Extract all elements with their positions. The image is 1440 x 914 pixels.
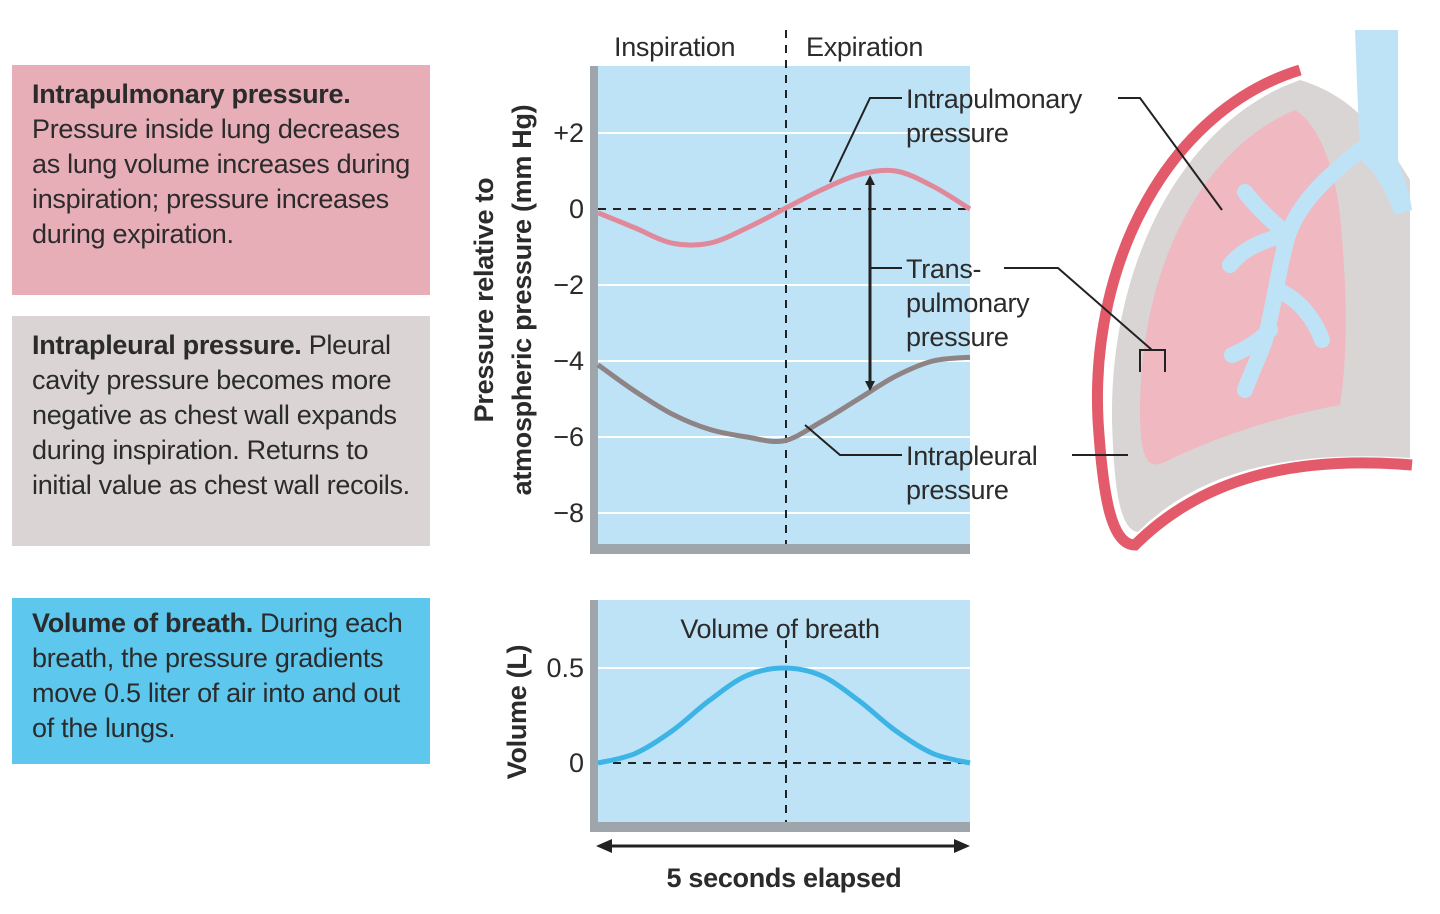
transpulmonary-label-line1: Trans- xyxy=(906,254,981,284)
intrapleural-leader-line xyxy=(804,424,902,456)
pressure-y-axis-label-line1: Pressure relative to xyxy=(469,178,499,423)
volume-description-box: Volume of breath. During each breath, th… xyxy=(12,598,430,764)
bracket-marker xyxy=(1139,349,1166,372)
intrapulmonary-pressure-line xyxy=(597,167,972,248)
pressure-y-tick-label: −8 xyxy=(553,498,584,528)
pressure-y-axis-label: Pressure relative to atmospheric pressur… xyxy=(469,105,537,496)
volume-panel-bg xyxy=(598,600,970,822)
pressure-gridlines xyxy=(598,132,970,514)
volume-chart: 0.50 Volume of breath Volume (L) 5 secon… xyxy=(502,600,971,893)
intrapleural-pressure-line xyxy=(596,354,971,445)
phase-label-inspiration: Inspiration xyxy=(614,32,735,62)
pressure-y-tick-label: −4 xyxy=(553,346,584,376)
intrapulmonary-description-box: Intrapulmonary pressure. Pressure inside… xyxy=(12,65,430,295)
volume-y-tick-label: 0.5 xyxy=(546,653,584,683)
phase-label-expiration: Expiration xyxy=(806,32,923,62)
pressure-panel-bg xyxy=(598,66,970,544)
pressure-y-tick-label: −2 xyxy=(553,270,584,300)
transpulmonary-label-line2: pulmonary xyxy=(906,288,1030,318)
pressure-y-tick-label: +2 xyxy=(553,118,584,148)
volume-y-axis-label: Volume (L) xyxy=(502,645,532,780)
intrapulmonary-label-line1: Intrapulmonary xyxy=(906,84,1083,114)
pressure-y-tick-label: −6 xyxy=(553,422,584,452)
chest-wall-outline xyxy=(1091,64,1413,551)
intrapleural-box-body: Pleural cavity pressure becomes more neg… xyxy=(32,330,410,500)
volume-of-breath-line xyxy=(597,665,971,766)
volume-box-body: During each breath, the pressure gradien… xyxy=(32,608,403,743)
pressure-y-axis-label-line2: atmospheric pressure (mm Hg) xyxy=(507,105,537,496)
intrapleural-box-title: Intrapleural pressure. xyxy=(32,330,302,360)
volume-box-title: Volume of breath. xyxy=(32,608,253,638)
intrapulmonary-lung-leader xyxy=(1118,97,1223,211)
intrapleural-description-box: Intrapleural pressure. Pleural cavity pr… xyxy=(12,316,430,546)
intrapulmonary-leader-line xyxy=(829,97,902,183)
intrapleural-label-line1: Intrapleural xyxy=(906,441,1037,471)
volume-chart-title: Volume of breath xyxy=(680,614,879,644)
trachea xyxy=(1355,30,1412,215)
callouts: Intrapulmonary pressure Trans- pulmonary… xyxy=(804,84,1223,505)
lung-illustration xyxy=(1091,30,1413,551)
intrapleural-label-line2: pressure xyxy=(906,475,1009,505)
intrapulmonary-box-body: Pressure inside lung decreases as lung v… xyxy=(32,114,410,249)
elapsed-time-label: 5 seconds elapsed xyxy=(666,863,901,893)
pressure-chart: +2 0 −2 −4 −6 −8 Inspiration Expiration Press… xyxy=(469,30,972,554)
volume-y-ticks: 0.50 xyxy=(546,653,584,778)
intrapulmonary-box-title: Intrapulmonary pressure. xyxy=(32,79,351,109)
pressure-y-tick-label: 0 xyxy=(569,194,584,224)
pressure-y-ticks: +2 0 −2 −4 −6 −8 xyxy=(553,118,584,528)
lung-tissue xyxy=(1140,110,1346,465)
transpulmonary-label-line3: pressure xyxy=(906,322,1009,352)
bronchial-tree xyxy=(1222,142,1368,398)
volume-y-tick-label: 0 xyxy=(569,748,584,778)
transpulmonary-lung-leader xyxy=(1004,267,1153,351)
intrapulmonary-label-line2: pressure xyxy=(906,118,1009,148)
